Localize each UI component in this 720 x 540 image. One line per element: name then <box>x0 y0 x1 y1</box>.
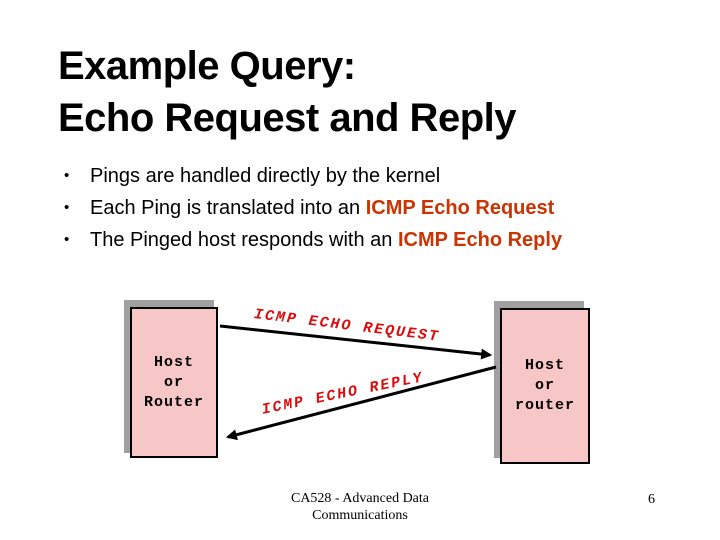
bullet-list: • Pings are handled directly by the kern… <box>64 160 664 256</box>
bullet-text-plain: Pings are handled directly by the kernel <box>90 165 441 187</box>
right-host-box-line: or <box>534 377 555 394</box>
left-host-box-line: or <box>163 373 184 391</box>
footer-line-1: CA528 - Advanced Data <box>290 491 430 506</box>
left-host-box-line: Router <box>143 393 204 411</box>
left-host-box-line: Host <box>153 353 194 371</box>
right-host-box-line: router <box>514 397 575 414</box>
bullet-item: • Each Ping is translated into an ICMP E… <box>64 192 664 224</box>
bullet-text: Pings are handled directly by the kernel <box>90 160 440 192</box>
bullet-text: The Pinged host responds with an ICMP Ec… <box>90 224 562 256</box>
bullet-text-plain: Each Ping is translated into an <box>90 197 366 219</box>
bullet-text-highlight: ICMP Echo Reply <box>397 229 563 251</box>
slide-title: Example Query: Echo Request and Reply <box>58 40 516 144</box>
bullet-marker: • <box>64 199 70 216</box>
bullet-text-highlight: ICMP Echo Request <box>365 197 555 219</box>
bullet-marker: • <box>64 167 70 184</box>
bullet-item: • The Pinged host responds with an ICMP … <box>64 224 664 256</box>
footer-line-2: Communications <box>312 508 408 523</box>
footer: CA528 - Advanced Data Communications <box>0 490 720 524</box>
bullet-item: • Pings are handled directly by the kern… <box>64 160 664 192</box>
bullet-text: Each Ping is translated into an ICMP Ech… <box>90 192 554 224</box>
request-arrow-label: ICMP ECHO REQUEST <box>252 306 441 346</box>
page-number: 6 <box>648 492 655 507</box>
title-line-1: Example Query: <box>58 44 356 88</box>
bullet-marker: • <box>64 231 70 248</box>
right-host-box: Host or router <box>500 308 590 464</box>
bullet-text-plain: The Pinged host responds with an <box>90 229 398 251</box>
title-line-2: Echo Request and Reply <box>58 96 516 140</box>
right-host-box-line: Host <box>524 357 565 374</box>
left-host-box: Host or Router <box>130 307 218 458</box>
reply-arrow-label: ICMP ECHO REPLY <box>260 369 426 419</box>
